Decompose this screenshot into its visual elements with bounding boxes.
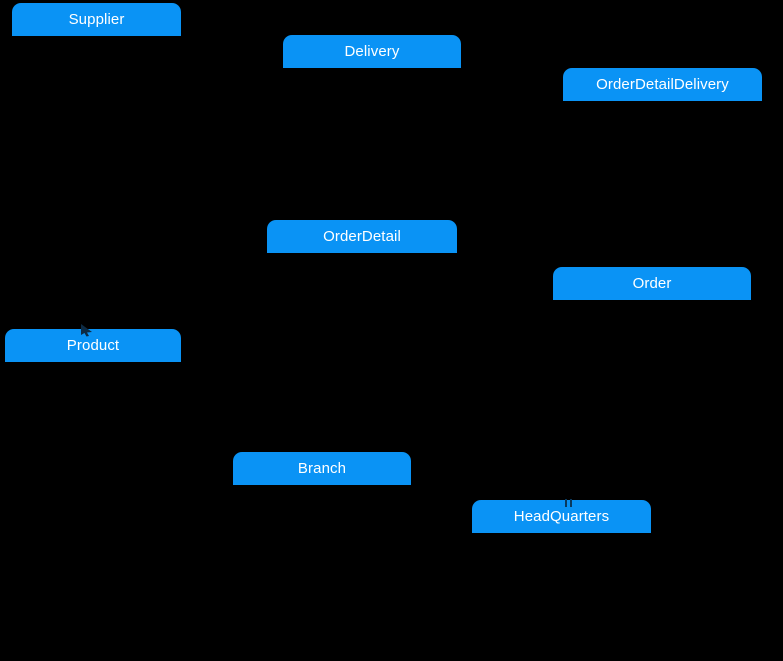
entity-title-label: Product (66, 337, 120, 354)
entity-title-label: Delivery (344, 43, 400, 60)
entity-node-orderdetaildelivery[interactable]: OrderDetailDelivery (563, 68, 762, 101)
entity-title-label: Order (632, 275, 672, 292)
entity-node-order[interactable]: Order (553, 267, 751, 300)
entity-node-orderdetail[interactable]: OrderDetail (267, 220, 457, 253)
entity-node-product[interactable]: Product (5, 329, 181, 362)
entity-title-label: HeadQuarters (513, 508, 610, 525)
entity-node-delivery[interactable]: Delivery (283, 35, 461, 68)
entity-node-supplier[interactable]: Supplier (12, 3, 181, 36)
entity-title-label: OrderDetailDelivery (596, 76, 729, 93)
entity-title-label: OrderDetail (323, 228, 401, 245)
entity-node-branch[interactable]: Branch (233, 452, 411, 485)
entity-node-headquarters[interactable]: HeadQuarters (472, 500, 651, 533)
entity-title-label: Branch (297, 460, 347, 477)
entity-title-label: Supplier (68, 11, 125, 28)
